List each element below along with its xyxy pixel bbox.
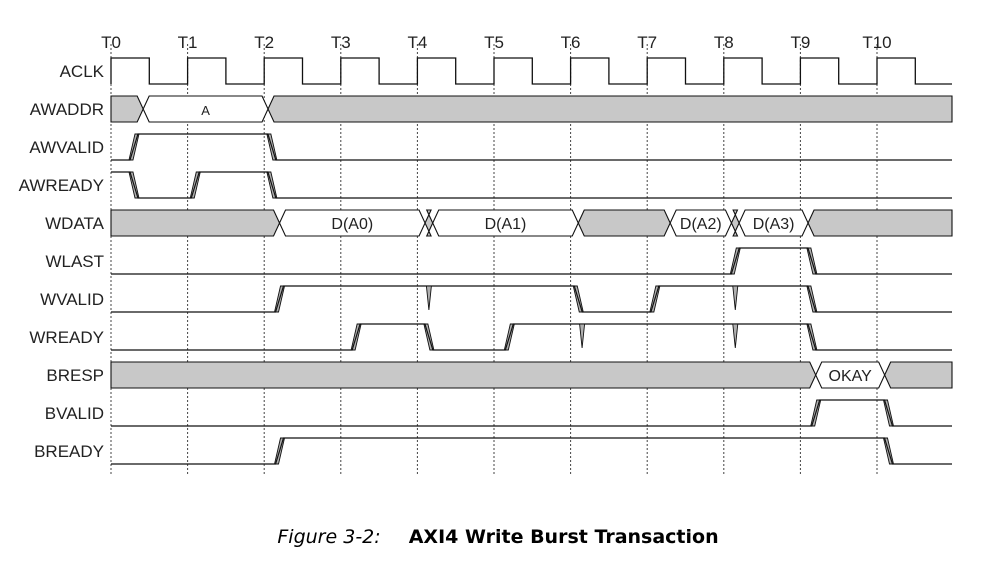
time-label: T9 [790,33,810,52]
time-label: T6 [561,33,581,52]
logic-wave [111,399,952,427]
bus-invalid-segment [884,361,953,389]
signal-glitch [732,285,739,311]
wave-awvalid [111,133,952,161]
signal-label-wlast: WLAST [45,252,104,271]
bus-value-label: A [201,103,210,118]
time-labels: T0 T1 T2 T3 T4 T5 T6 T7 T8 T9 T10 [101,33,892,52]
signal-label-bresp: BRESP [46,366,104,385]
bus-invalid-segment [110,361,817,389]
bus-invalid-segment [577,209,671,237]
wave-wdata: D(A0) D(A1) D(A2) D(A3) [110,209,953,237]
clock-wave [110,57,952,85]
signal-label-awready: AWREADY [19,176,104,195]
waveforms: A D(A0) D(A1) D(A2) D(A3) OKAY [110,57,953,465]
figure-caption: Figure 3-2: AXI4 Write Burst Transaction [0,526,996,548]
signal-label-bready: BREADY [34,442,104,461]
bus-value-label: D(A1) [485,216,527,233]
bus-value-label: D(A3) [753,216,795,233]
signal-label-wready: WREADY [29,328,104,347]
time-label: T8 [714,33,734,52]
signal-glitch [425,285,432,311]
bus-value-label: D(A2) [680,216,722,233]
wave-aclk [110,57,952,85]
bus-invalid-segment [110,95,144,123]
bus-invalid-segment [730,209,740,237]
time-label: T7 [637,33,657,52]
bus-invalid-segment [807,209,953,237]
signal-label-wdata: WDATA [45,214,105,233]
signal-label-wvalid: WVALID [40,290,104,309]
time-label: T0 [101,33,121,52]
logic-wave [111,171,952,199]
signal-glitch [579,323,586,349]
wave-bready [111,437,952,465]
time-label: T1 [178,33,198,52]
time-label: T4 [407,33,427,52]
signal-label-awaddr: AWADDR [30,100,104,119]
logic-wave [111,247,952,275]
time-label: T10 [862,33,891,52]
wave-awready [111,171,952,199]
signal-label-bvalid: BVALID [45,404,104,423]
wave-awaddr: A [110,95,953,123]
bus-invalid-segment [424,209,434,237]
wave-wready [111,323,952,351]
wave-bresp: OKAY [110,361,953,389]
logic-wave [111,437,952,465]
bus-invalid-segment [267,95,953,123]
time-label: T2 [254,33,274,52]
time-label: T3 [331,33,351,52]
bus-value-label: D(A0) [331,216,373,233]
bus-invalid-segment [110,209,281,237]
caption-label: Figure 3-2: [277,526,381,548]
time-label: T5 [484,33,504,52]
signal-labels: ACLK AWADDR AWVALID AWREADY WDATA WLAST WVALID… [19,62,105,461]
wave-wlast [111,247,952,275]
logic-wave [111,133,952,161]
caption-title: AXI4 Write Burst Transaction [408,526,719,548]
wave-bvalid [111,399,952,427]
logic-wave [111,323,952,351]
logic-wave [111,285,952,313]
signal-glitch [732,323,739,349]
signal-label-aclk: ACLK [60,62,105,81]
signal-label-awvalid: AWVALID [29,138,104,157]
bus-value-label: OKAY [829,368,873,385]
wave-wvalid [111,285,952,313]
